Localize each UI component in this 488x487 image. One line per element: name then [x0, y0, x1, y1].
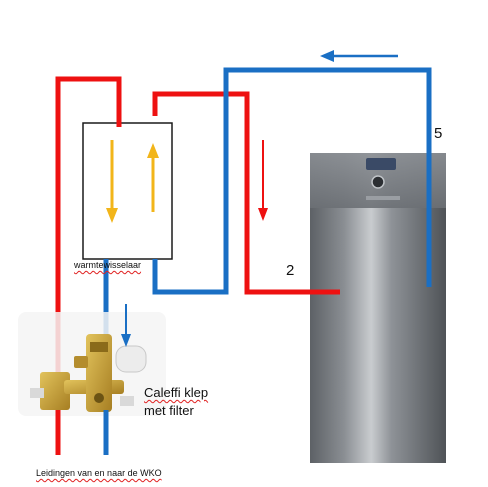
blue-left-arrow: [320, 50, 398, 62]
blue-down-arrow: [121, 304, 131, 347]
hot-pipes: [55, 76, 340, 455]
red-arrow-head: [258, 208, 268, 221]
heat-exchanger-flow-arrows: [106, 140, 159, 223]
valve-body-left: [40, 372, 70, 410]
valve-gauge: [94, 393, 104, 403]
valve-fitting-left: [30, 388, 44, 398]
valve-label-line2: met filter: [144, 403, 194, 418]
valve-fitting-right: [120, 396, 134, 406]
storage-tank: [310, 153, 446, 463]
valve-body-center: [86, 334, 112, 412]
cold-pipe-return: [152, 67, 432, 295]
heat-exchanger-label: warmtewisselaar: [74, 260, 142, 270]
blue-left-arrow-head: [320, 50, 334, 62]
valve-label-line1: Caleffi klep: [144, 385, 209, 400]
red-down-arrow: [258, 140, 268, 221]
control-knob: [371, 175, 385, 189]
control-display: [366, 158, 396, 170]
yellow-down-arrow-head: [106, 208, 118, 223]
valve-filter-housing: [115, 345, 147, 373]
heat-exchanger-box: [82, 122, 173, 260]
valve-nut: [90, 342, 108, 352]
blue-down-arrow-head: [121, 334, 131, 347]
tank-trim: [366, 196, 400, 200]
hot-pipe-to-tank: [152, 91, 340, 295]
pipe-overlay: [55, 410, 109, 455]
bottom-caption: Leidingen van en naar de WKO: [36, 468, 162, 478]
caleffi-valve: [18, 312, 166, 416]
hot-pipe-left: [55, 76, 122, 455]
point-5-label: 5: [434, 125, 443, 142]
valve-port: [74, 356, 88, 368]
yellow-up-arrow-head: [147, 143, 159, 158]
point-2-label: 2: [286, 262, 295, 279]
